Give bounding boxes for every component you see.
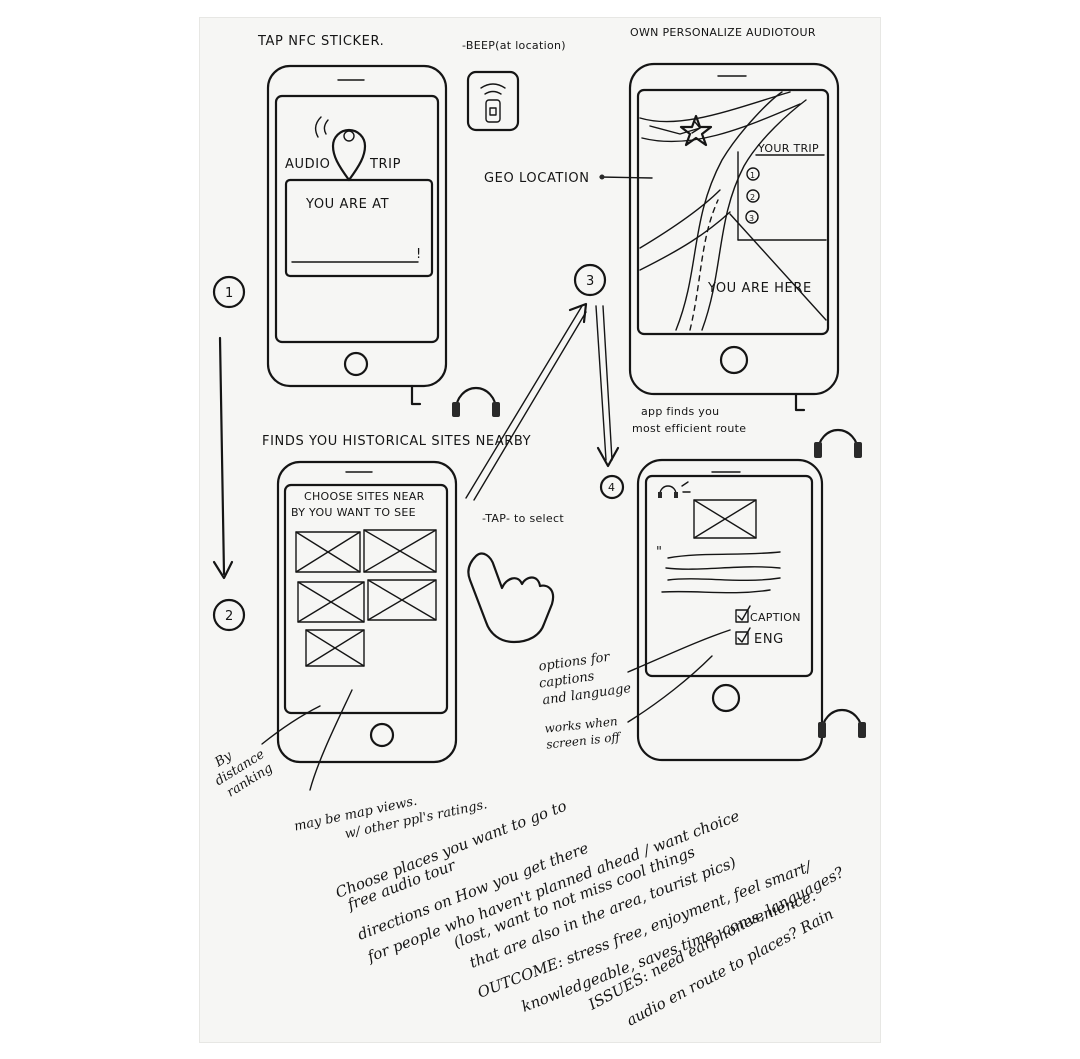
svg-text:2: 2: [225, 609, 234, 624]
choose-sites-line-1: CHOOSE SITES NEAR: [304, 490, 425, 503]
star-icon: [679, 114, 713, 147]
heading-finds-sites: FINDS YOU HISTORICAL SITES NEARBY: [262, 434, 531, 449]
language-checkbox[interactable]: [735, 627, 751, 645]
image-placeholder: [305, 629, 365, 667]
trip-stop-3: 3: [749, 214, 754, 223]
phone-sketch-4: " CAPTION ENG: [636, 458, 824, 762]
headphones-icon: [818, 708, 866, 738]
caption-checkbox[interactable]: [735, 605, 751, 623]
audio-headphones-icon: [658, 481, 691, 498]
step-marker-4: 4: [599, 474, 625, 500]
step-marker-3: 3: [573, 263, 607, 297]
image-placeholder: [693, 499, 757, 539]
trip-stop-2: 2: [750, 193, 755, 202]
sketchbook-page: [200, 18, 880, 1042]
flow-arrow-3-to-4: [595, 305, 620, 468]
app-logo-audio: AUDIO: [285, 157, 331, 172]
trip-stop-1: 1: [750, 171, 755, 180]
image-placeholder: [297, 581, 365, 623]
nfc-sticker-icon: [466, 70, 520, 132]
svg-text:1: 1: [225, 286, 234, 301]
your-trip-panel: YOUR TRIP 1 2 3: [737, 142, 827, 241]
language-option-label: ENG: [754, 632, 784, 647]
svg-text:3: 3: [586, 274, 595, 289]
you-are-at-text: YOU ARE AT: [305, 197, 389, 212]
phone-sketch-2: CHOOSE SITES NEAR BY YOU WANT TO SEE: [276, 460, 458, 764]
phone-sketch-3: YOUR TRIP 1 2 3 YOU ARE HERE: [628, 62, 840, 412]
image-placeholder: [367, 579, 437, 621]
you-are-here-label: YOU ARE HERE: [707, 281, 812, 296]
signal-waves-icon: [314, 116, 329, 138]
flow-arrow-1-to-2: [212, 336, 234, 580]
step-marker-2: 2: [212, 598, 246, 632]
notes-block: Choose places you want to go to free aud…: [333, 797, 848, 1030]
phone-sketch-1: AUDIO TRIP YOU ARE AT !: [266, 64, 448, 406]
app-logo-trip: TRIP: [369, 157, 401, 172]
heading-tap-nfc: TAP NFC STICKER.: [257, 34, 384, 49]
heading-beep: -BEEP(at location): [462, 39, 566, 52]
caption-option-label: CAPTION: [750, 611, 801, 624]
headphones-icon: [814, 428, 862, 458]
heading-app-finds-1: app finds you: [641, 405, 719, 418]
your-trip-title: YOUR TRIP: [757, 142, 819, 155]
heading-app-finds-2: most efficient route: [632, 422, 746, 435]
map-pin-icon: [331, 128, 367, 182]
choose-sites-line-2: BY YOU WANT TO SEE: [291, 506, 416, 519]
pointing-hand-icon: [467, 552, 555, 644]
image-placeholder: [295, 531, 361, 573]
headphones-icon: [452, 386, 500, 417]
geo-location-label: GEO LOCATION: [484, 171, 590, 186]
svg-text:4: 4: [608, 481, 615, 494]
step-marker-1: 1: [212, 275, 246, 309]
quote-mark: ": [656, 545, 663, 560]
tap-to-select-label: -TAP- to select: [482, 512, 564, 525]
image-placeholder: [363, 529, 437, 573]
alert-mark: !: [416, 247, 422, 262]
flow-arrow-2-to-3: [465, 302, 588, 501]
heading-own-audiotour: OWN PERSONALIZE AUDIOTOUR: [630, 26, 816, 39]
